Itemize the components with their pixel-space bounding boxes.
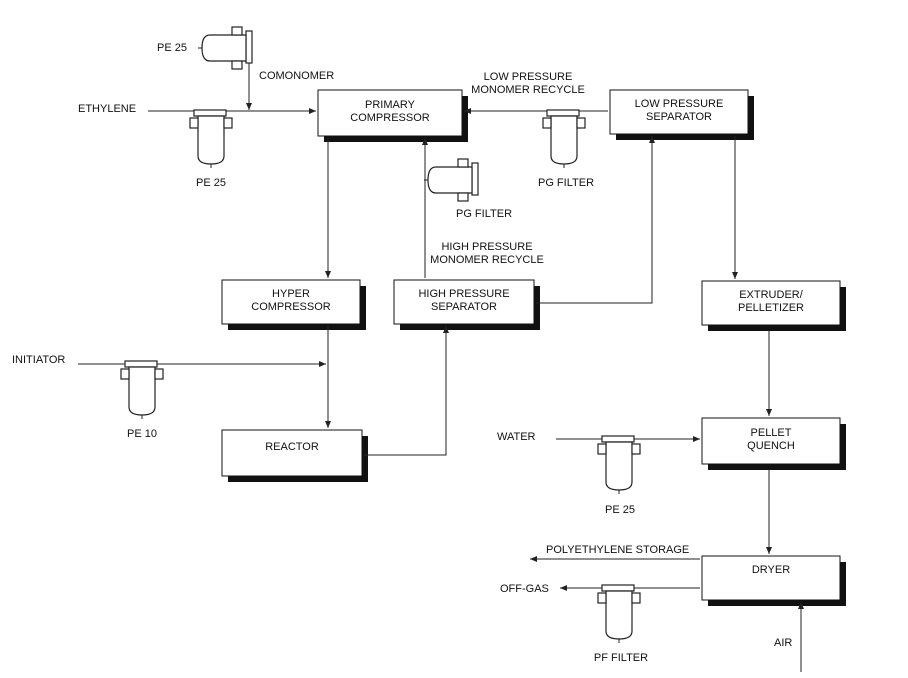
lp-recycle-filter-label: PG FILTER bbox=[538, 177, 594, 189]
hyper-compressor-label-2: COMPRESSOR bbox=[251, 301, 331, 313]
initiator-filter-label: PE 10 bbox=[127, 428, 157, 440]
pellet-quench-label-1: PELLET bbox=[751, 427, 792, 439]
primary-compressor-label-1: PRIMARY bbox=[365, 99, 416, 111]
hp-to-lp-line bbox=[536, 136, 655, 304]
dryer-box: DRYER bbox=[701, 555, 846, 606]
reactor-box: REACTOR bbox=[221, 429, 368, 482]
reactor-to-hp-line bbox=[364, 326, 449, 456]
offgas-filter-icon bbox=[597, 584, 641, 644]
hp-recycle-label-2: MONOMER RECYCLE bbox=[430, 254, 544, 266]
polyethylene-storage-label: POLYETHYLENE STORAGE bbox=[546, 544, 689, 556]
comonomer-filter-icon bbox=[197, 26, 253, 70]
pellet-quench-label-2: QUENCH bbox=[747, 440, 795, 452]
lp-recycle-filter-icon bbox=[542, 109, 586, 169]
low-pressure-separator-label-1: LOW PRESSURE bbox=[635, 98, 724, 110]
ethylene-label: ETHYLENE bbox=[78, 103, 136, 115]
reactor-label: REACTOR bbox=[265, 441, 319, 453]
dryer-label: DRYER bbox=[752, 564, 790, 576]
extruder-pelletizer-box: EXTRUDER/ PELLETIZER bbox=[701, 280, 846, 331]
offgas-label: OFF-GAS bbox=[500, 583, 549, 595]
high-pressure-separator-box: HIGH PRESSURE SEPARATOR bbox=[393, 279, 540, 330]
comonomer-label: COMONOMER bbox=[259, 70, 334, 82]
ethylene-filter-label: PE 25 bbox=[196, 177, 226, 189]
primary-compressor-label-2: COMPRESSOR bbox=[350, 112, 430, 124]
hp-recycle-label-1: HIGH PRESSURE bbox=[441, 241, 532, 253]
offgas-filter-label: PF FILTER bbox=[594, 652, 648, 664]
ethylene-filter-icon bbox=[189, 109, 233, 169]
water-filter-label: PE 25 bbox=[605, 504, 635, 516]
low-pressure-separator-box: LOW PRESSURE SEPARATOR bbox=[609, 89, 754, 140]
extruder-label-1: EXTRUDER/ bbox=[739, 289, 804, 301]
water-label: WATER bbox=[497, 431, 536, 443]
air-label: AIR bbox=[774, 637, 792, 649]
high-pressure-separator-label-2: SEPARATOR bbox=[431, 301, 497, 313]
pellet-quench-box: PELLET QUENCH bbox=[701, 417, 846, 470]
water-filter-icon bbox=[597, 435, 641, 495]
primary-compressor-box: PRIMARY COMPRESSOR bbox=[317, 89, 468, 142]
low-pressure-separator-label-2: SEPARATOR bbox=[646, 111, 712, 123]
initiator-label: INITIATOR bbox=[12, 354, 65, 366]
comonomer-filter-label: PE 25 bbox=[157, 42, 187, 54]
hp-recycle-filter-icon bbox=[423, 158, 479, 202]
high-pressure-separator-label-1: HIGH PRESSURE bbox=[418, 288, 509, 300]
initiator-filter-icon bbox=[120, 360, 164, 420]
lp-recycle-label-2: MONOMER RECYCLE bbox=[471, 84, 585, 96]
hyper-compressor-box: HYPER COMPRESSOR bbox=[221, 279, 366, 330]
extruder-label-2: PELLETIZER bbox=[738, 302, 804, 314]
hyper-compressor-label-1: HYPER bbox=[272, 288, 310, 300]
hp-recycle-filter-label: PG FILTER bbox=[456, 208, 512, 220]
lp-recycle-label-1: LOW PRESSURE bbox=[484, 71, 573, 83]
